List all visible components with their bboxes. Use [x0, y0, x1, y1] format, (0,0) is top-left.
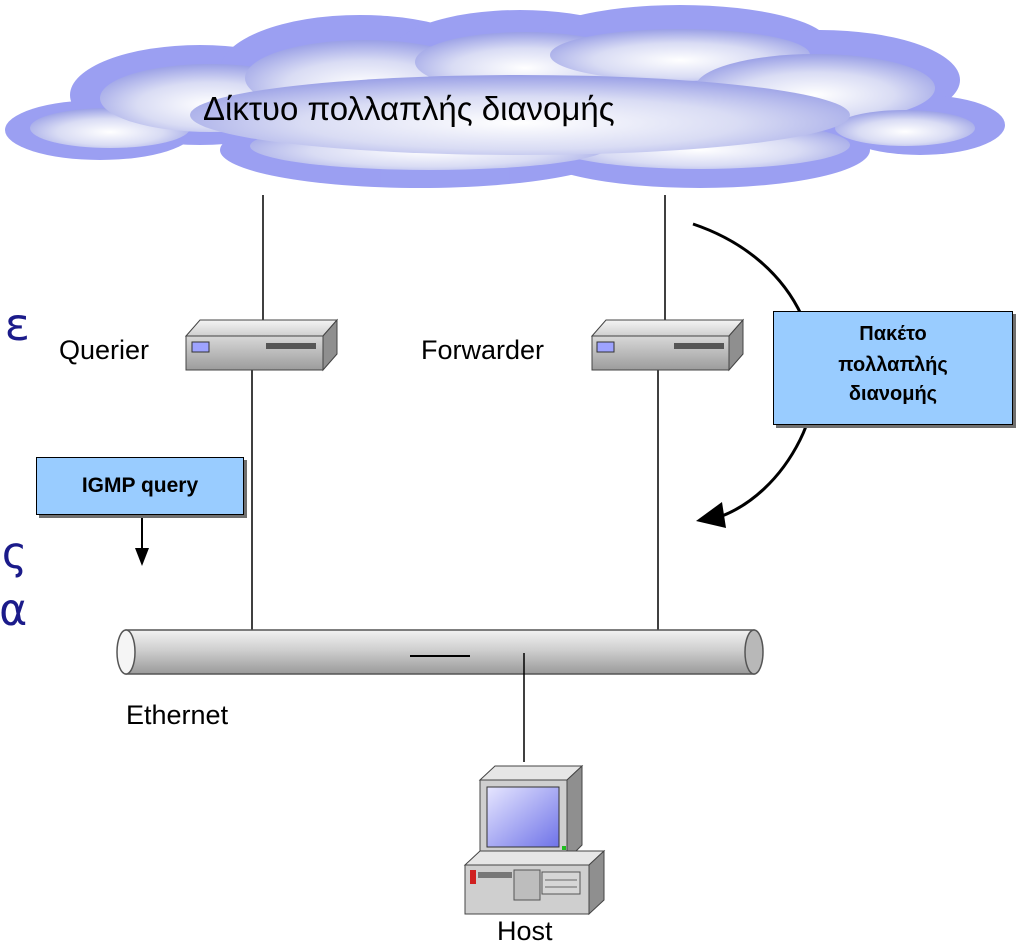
querier-label: Querier — [59, 335, 150, 365]
forwarder-label: Forwarder — [421, 335, 545, 365]
background-text-fragment: ε — [4, 300, 31, 351]
multicast-packet-callout: Πακέτο πολλαπλής διανομής — [773, 311, 1013, 425]
multicast-packet-line-1: Πακέτο — [859, 323, 927, 345]
host-computer-icon — [463, 764, 606, 916]
ethernet-bus — [116, 629, 764, 675]
router-ethernet-links — [251, 370, 659, 654]
cloud-label: Δίκτυο πολλαπλής διανομής — [203, 90, 615, 127]
host-label: Host — [497, 916, 553, 946]
background-text-fragment: α — [0, 585, 27, 636]
multicast-packet-line-2: πολλαπλής — [838, 354, 948, 376]
ethernet-label: Ethernet — [126, 700, 229, 730]
background-text-fragment: ς — [0, 528, 27, 579]
igmp-query-callout: IGMP query — [36, 457, 244, 515]
igmp-query-text: IGMP query — [81, 474, 199, 497]
forwarder-router-icon — [590, 318, 745, 372]
querier-router-icon — [184, 318, 339, 372]
multicast-network-cloud — [5, 5, 1005, 188]
multicast-packet-line-3: διανομής — [848, 383, 938, 405]
igmp-query-arrow — [135, 518, 149, 566]
